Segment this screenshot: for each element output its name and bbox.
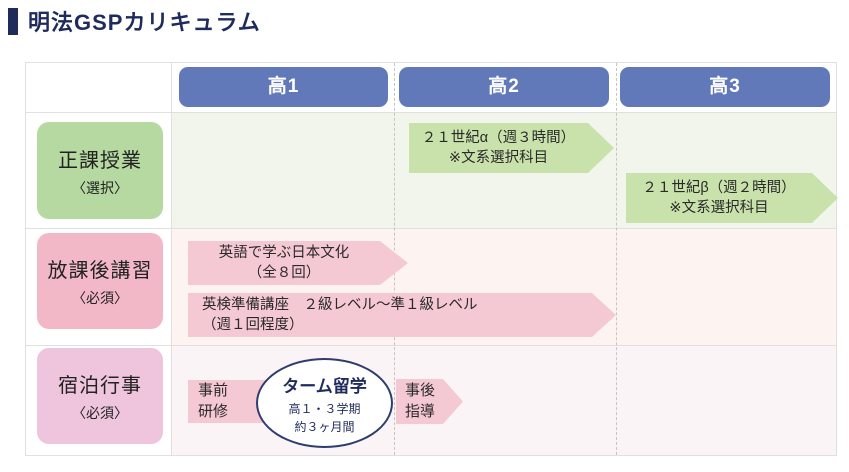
item-line1: ２１世紀α（週３時間） [421, 130, 576, 146]
row-header-tag: 〈選択〉 [72, 179, 128, 196]
page-title: 明法GSPカリキュラム [28, 10, 261, 35]
item-line1: 英検準備講座 ２級レベル～準１級レベル [202, 297, 478, 313]
row-header-after-school: 放課後講習 〈必須〉 [37, 233, 163, 329]
item-line1: ２１世紀β（週２時間） [642, 180, 796, 196]
item-line2: （全８回） [247, 265, 321, 281]
column-header-grade3: 高3 [620, 67, 830, 107]
row-header-overnight: 宿泊行事 〈必須〉 [37, 348, 163, 444]
column-header-grade1: 高1 [179, 67, 388, 107]
row-header-label: 正課授業 [58, 149, 142, 172]
row-header-regular-classes: 正課授業 〈選択〉 [37, 122, 163, 219]
row-header-label: 宿泊行事 [58, 375, 142, 397]
row-header-tag: 〈必須〉 [72, 290, 128, 306]
row-divider [26, 228, 836, 229]
title-accent-bar [8, 8, 18, 35]
arrow-japan-culture-in-english: 英語で学ぶ日本文化 （全８回） [188, 241, 408, 285]
ellipse-term-study-abroad: ターム留学 高１・３学期 約３ヶ月間 [256, 358, 393, 448]
item-line1: 事前 [198, 381, 229, 399]
row-header-tag: 〈必須〉 [72, 405, 128, 421]
term-study-sub2: 約３ヶ月間 [294, 419, 355, 434]
term-study-title: ターム留学 [282, 376, 367, 396]
row-header-label: 放課後講習 [47, 260, 153, 282]
item-line2: 指導 [405, 402, 436, 420]
arrow-eiken-prep-course: 英検準備講座 ２級レベル～準１級レベル （週１回程度） [188, 293, 616, 337]
column-header-grade2: 高2 [399, 67, 609, 107]
row-divider [26, 345, 836, 346]
arrow-21st-century-beta: ２１世紀β（週２時間） ※文系選択科目 [626, 173, 838, 223]
item-line1: 英語で学ぶ日本文化 [218, 245, 350, 261]
item-line1: 事後 [405, 381, 436, 399]
page-header: 明法GSPカリキュラム [0, 0, 849, 44]
curriculum-table: 高1 高2 高3 正課授業 〈選択〉 放課後講習 〈必須〉 宿泊行事 〈必須〉 … [25, 62, 837, 456]
arrow-21st-century-alpha: ２１世紀α（週３時間） ※文系選択科目 [409, 123, 614, 173]
header-column-divider [171, 63, 172, 455]
row-divider [26, 112, 836, 113]
column-divider-dashed-grade2-3 [616, 63, 617, 455]
item-line2: ※文系選択科目 [448, 150, 549, 166]
term-study-sub1: 高１・３学期 [288, 401, 361, 416]
item-line2: 研修 [198, 402, 229, 420]
item-line2: ※文系選択科目 [669, 200, 769, 216]
item-line2: （週１回程度） [202, 317, 304, 333]
